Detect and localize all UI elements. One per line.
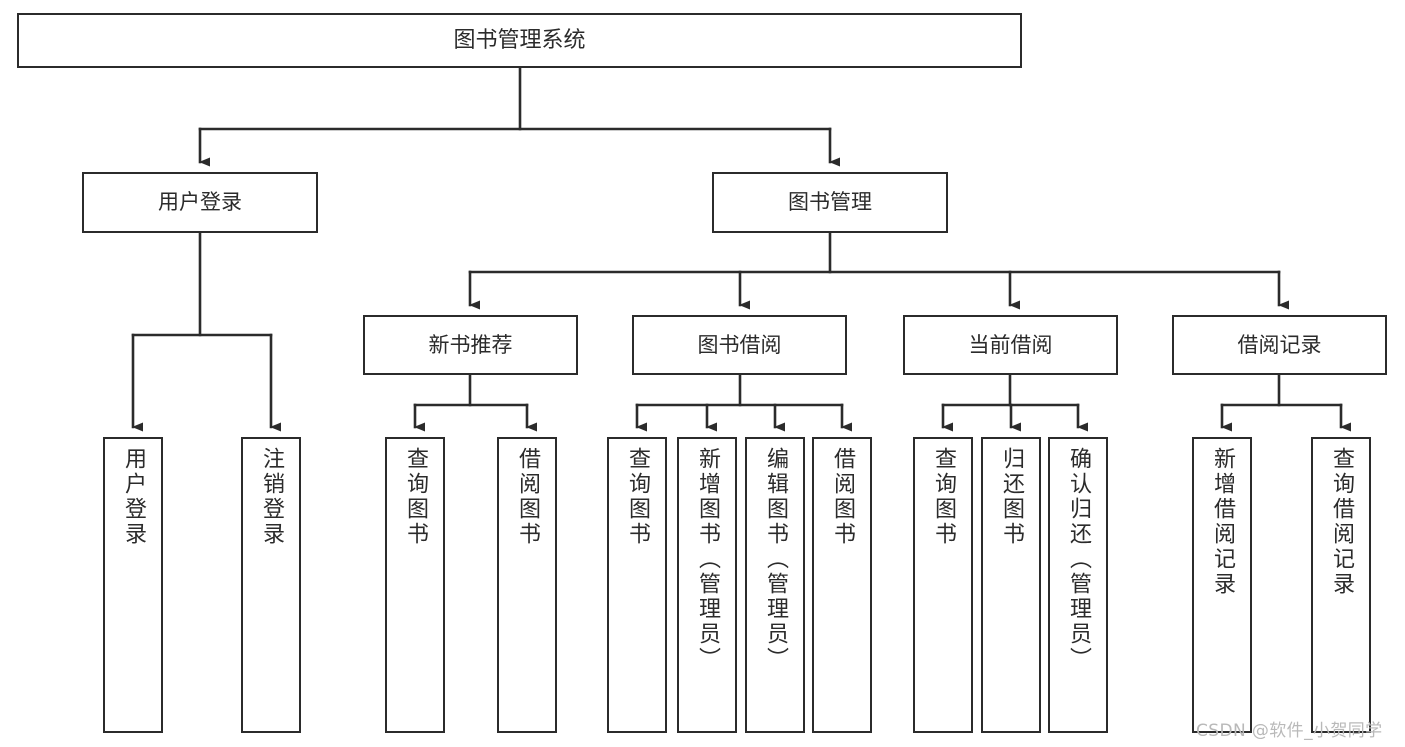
node-leaf-label: 查询借阅记录 bbox=[1329, 447, 1354, 597]
node-leaf-borrow-record-add[interactable]: 新增借阅记录 bbox=[1192, 437, 1252, 733]
node-leaf-label: 查询图书 bbox=[625, 447, 650, 547]
node-leaf-book-borrow-borrow[interactable]: 借阅图书 bbox=[812, 437, 872, 733]
node-root[interactable]: 图书管理系统 bbox=[17, 13, 1022, 68]
node-leaf-book-borrow-edit[interactable]: 编辑图书（管理员） bbox=[745, 437, 805, 733]
node-book-manage[interactable]: 图书管理 bbox=[712, 172, 948, 233]
node-leaf-label: 借阅图书 bbox=[515, 447, 540, 547]
node-leaf-user-login-login[interactable]: 用户登录 bbox=[103, 437, 163, 733]
node-leaf-borrow-record-query[interactable]: 查询借阅记录 bbox=[1311, 437, 1371, 733]
node-book-manage-label: 图书管理 bbox=[788, 190, 872, 215]
node-leaf-current-borrow-query[interactable]: 查询图书 bbox=[913, 437, 973, 733]
node-book-borrow[interactable]: 图书借阅 bbox=[632, 315, 847, 375]
node-leaf-current-borrow-confirm[interactable]: 确认归还（管理员） bbox=[1048, 437, 1108, 733]
node-leaf-label: 注销登录 bbox=[259, 447, 284, 547]
node-leaf-book-borrow-add[interactable]: 新增图书（管理员） bbox=[677, 437, 737, 733]
node-leaf-label: 新增图书（管理员） bbox=[695, 447, 720, 672]
node-user-login[interactable]: 用户登录 bbox=[82, 172, 318, 233]
node-leaf-new-book-query[interactable]: 查询图书 bbox=[385, 437, 445, 733]
node-current-borrow[interactable]: 当前借阅 bbox=[903, 315, 1118, 375]
node-leaf-book-borrow-query[interactable]: 查询图书 bbox=[607, 437, 667, 733]
node-borrow-record[interactable]: 借阅记录 bbox=[1172, 315, 1387, 375]
node-user-login-label: 用户登录 bbox=[158, 190, 242, 215]
node-leaf-label: 编辑图书（管理员） bbox=[763, 447, 788, 672]
node-leaf-label: 用户登录 bbox=[121, 447, 146, 547]
node-root-label: 图书管理系统 bbox=[453, 27, 586, 53]
node-current-borrow-label: 当前借阅 bbox=[968, 332, 1053, 357]
node-leaf-label: 借阅图书 bbox=[830, 447, 855, 547]
node-leaf-label: 确认归还（管理员） bbox=[1066, 447, 1091, 672]
node-leaf-user-login-logout[interactable]: 注销登录 bbox=[241, 437, 301, 733]
node-leaf-label: 归还图书 bbox=[999, 447, 1024, 547]
node-new-book-recommend-label: 新书推荐 bbox=[428, 332, 513, 357]
node-leaf-new-book-borrow[interactable]: 借阅图书 bbox=[497, 437, 557, 733]
node-leaf-label: 查询图书 bbox=[931, 447, 956, 547]
node-new-book-recommend[interactable]: 新书推荐 bbox=[363, 315, 578, 375]
node-leaf-label: 新增借阅记录 bbox=[1210, 447, 1235, 597]
watermark-text: CSDN @软件_小贺同学 bbox=[1196, 721, 1383, 741]
node-leaf-current-borrow-return[interactable]: 归还图书 bbox=[981, 437, 1041, 733]
node-borrow-record-label: 借阅记录 bbox=[1237, 332, 1322, 357]
node-leaf-label: 查询图书 bbox=[403, 447, 428, 547]
node-book-borrow-label: 图书借阅 bbox=[697, 332, 782, 357]
